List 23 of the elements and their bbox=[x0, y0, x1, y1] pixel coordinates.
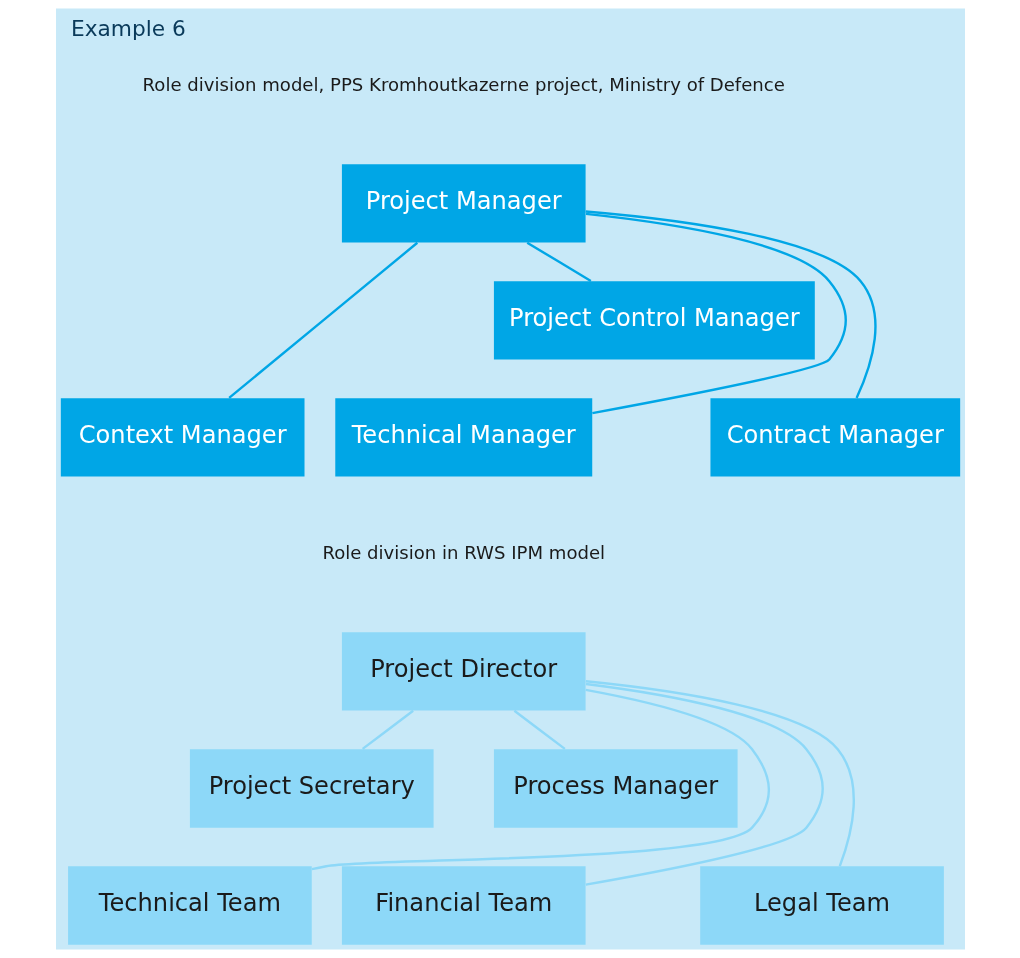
connector bbox=[585, 212, 847, 415]
connector bbox=[526, 241, 591, 282]
diagram-title: Example 6 bbox=[70, 15, 186, 41]
node-box: Legal Team bbox=[699, 866, 944, 945]
node-box: Project Control Manager bbox=[493, 281, 815, 360]
node-box: Project Secretary bbox=[189, 749, 434, 828]
node-box: Process Manager bbox=[493, 749, 738, 828]
connector bbox=[227, 241, 418, 399]
connector bbox=[513, 709, 566, 750]
node-box: Financial Team bbox=[341, 866, 586, 945]
connector bbox=[361, 709, 414, 750]
label: Role division model, PPS Kromhoutkazerne project, Ministry of Defence bbox=[142, 73, 785, 95]
node-box: Contract Manager bbox=[709, 398, 960, 477]
connector bbox=[585, 682, 824, 886]
label: Role division in RWS IPM model bbox=[321, 541, 605, 563]
connector bbox=[311, 688, 770, 871]
connector bbox=[585, 210, 877, 399]
node-box: Technical Manager bbox=[334, 398, 592, 477]
node-box: Technical Team bbox=[67, 866, 312, 945]
node-box: Project Director bbox=[341, 632, 586, 711]
node-box: Context Manager bbox=[60, 398, 304, 477]
connector bbox=[585, 680, 855, 867]
node-box: Project Manager bbox=[341, 164, 586, 243]
